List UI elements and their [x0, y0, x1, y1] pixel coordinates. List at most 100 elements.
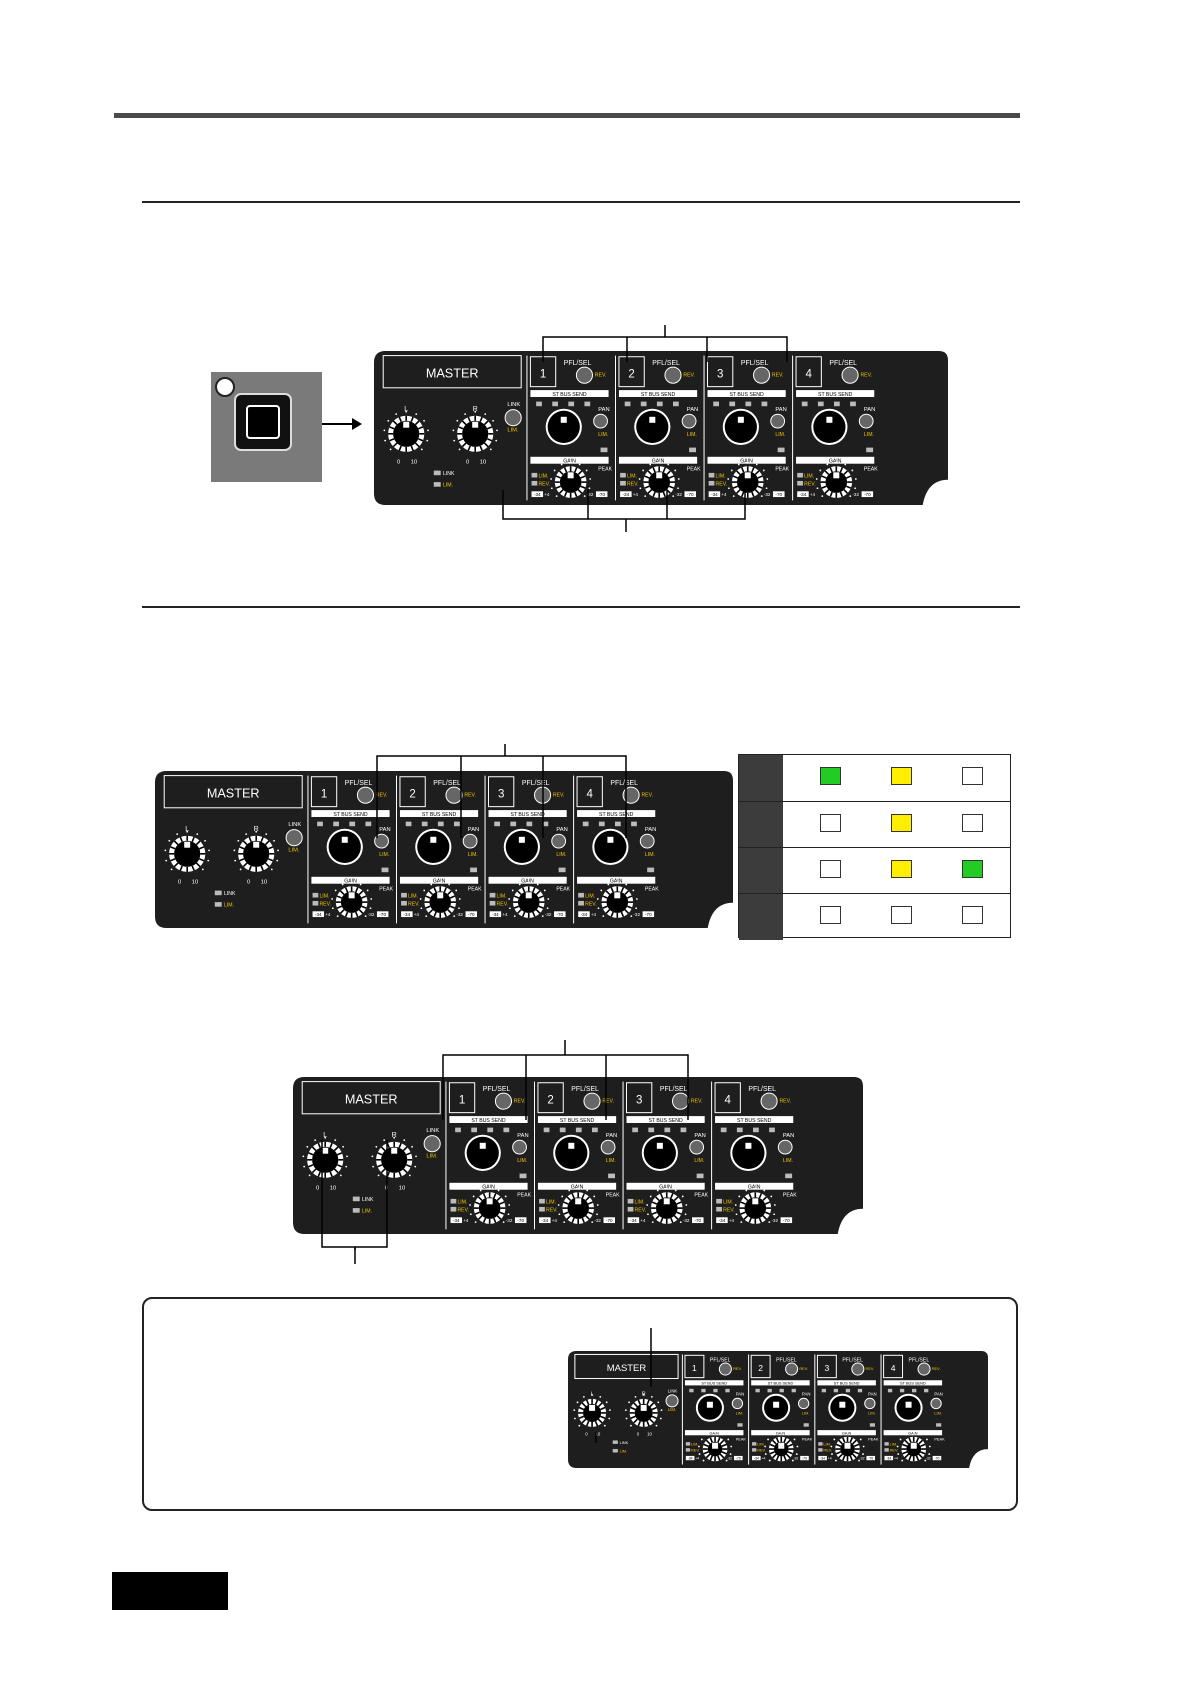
knob-label-l: L: [404, 406, 408, 413]
pfl-sel-button: [851, 1362, 865, 1376]
scale-0: 0: [637, 1431, 640, 1436]
send-led: [664, 1127, 671, 1133]
peak-led: [777, 447, 785, 453]
send-led: [767, 1388, 772, 1393]
lim-led-label: LIM.: [823, 1442, 831, 1447]
scale-0: 0: [316, 1186, 319, 1192]
peak-label: PEAK: [868, 1436, 879, 1441]
channel-number-box: [618, 356, 645, 388]
peak-label: PEAK: [556, 887, 570, 893]
legend-row-header: [739, 802, 783, 848]
send-led: [834, 401, 840, 407]
master-l-knob: [573, 1393, 611, 1427]
master-r-knob: [452, 410, 498, 452]
st-bus-send-label: ST BUS SEND: [422, 812, 457, 818]
st-bus-send-knob: [811, 408, 848, 445]
gain-label: GAIN: [482, 1185, 495, 1191]
peak-label: PEAK: [864, 467, 878, 473]
pan-button: [374, 833, 389, 849]
send-led: [656, 401, 663, 407]
pan-label: PAN: [775, 407, 786, 413]
send-led: [333, 821, 339, 827]
send-led: [598, 821, 605, 827]
gain-high-label: -32: [587, 492, 594, 497]
rev-led-label: REV.: [804, 482, 816, 488]
pan-button: [689, 1139, 705, 1155]
note-box: [142, 1297, 1018, 1511]
legend-row-header: [739, 848, 783, 894]
rev-led-label: REV.: [716, 482, 728, 488]
rev-led-label: REV.: [890, 1448, 899, 1453]
gain-high2-label: -70: [687, 492, 694, 497]
st-bus-send-bar: [707, 390, 786, 397]
channel-number-box: [576, 776, 603, 808]
pfl-sel-label: PFL/SEL: [748, 1086, 776, 1093]
gain-knob: [331, 881, 373, 918]
channel-number-box: [816, 1354, 837, 1379]
gain-high2-label: -70: [556, 912, 563, 917]
gain-bar: [715, 1182, 794, 1190]
channel-number: 4: [724, 1094, 731, 1106]
rev-label: REV.: [464, 792, 476, 798]
lim-label: LIM.: [868, 1411, 876, 1416]
indicator-legend-table: [738, 754, 1011, 940]
st-bus-send-knob: [415, 828, 452, 865]
legend-indicator-square: [962, 906, 983, 924]
pfl-sel-button: [575, 366, 593, 384]
rev-label: REV.: [932, 1366, 941, 1371]
lim-led-label: LIM.: [620, 1448, 628, 1453]
send-led: [755, 1388, 760, 1393]
link-led-label: LINK: [620, 1440, 629, 1445]
send-led: [673, 401, 679, 407]
gain-low2-label: +4: [894, 1456, 898, 1460]
gain-bar: [626, 1182, 705, 1190]
lim-led: [685, 1442, 691, 1446]
gain-low-label: -34: [820, 1456, 825, 1460]
gain-low2-label: +4: [552, 1218, 558, 1223]
st-bus-send-bar: [684, 1380, 744, 1386]
lim-label: LIM.: [606, 1158, 616, 1164]
peak-led: [803, 1423, 809, 1427]
send-led: [624, 401, 631, 407]
pfl-sel-label: PFL/SEL: [571, 1086, 599, 1093]
gain-low2-label: +4: [721, 492, 727, 497]
gain-high-box: [684, 491, 696, 498]
peak-led: [600, 447, 608, 453]
master-label: MASTER: [345, 1092, 398, 1106]
lim-led: [752, 1442, 757, 1446]
peak-label: PEAK: [775, 467, 789, 473]
pfl-sel-button: [494, 1092, 512, 1110]
master-label: MASTER: [207, 786, 260, 800]
gain-low-box: [716, 1217, 728, 1224]
channel-number-box: [399, 776, 426, 808]
mixer-panel-graphic: MASTERLR010010LINKLIM.LINKLIM.1PFL/SELRE…: [568, 1351, 988, 1468]
scale-0: 0: [466, 460, 469, 466]
gain-high-box: [773, 491, 785, 498]
lim-label: LIM.: [668, 1407, 676, 1412]
lim-label: LIM.: [775, 432, 785, 438]
gain-high2-label: -70: [606, 1218, 613, 1223]
rev-led: [797, 480, 803, 486]
pan-button: [600, 1139, 616, 1155]
pfl-sel-label: PFL/SEL: [564, 360, 592, 367]
rev-led-label: REV.: [408, 902, 420, 908]
pan-label: PAN: [556, 827, 567, 833]
channel-number: 3: [824, 1363, 829, 1373]
legend-indicator-square: [891, 767, 912, 785]
peak-led: [866, 447, 874, 453]
lim-led: [489, 892, 496, 898]
peak-led: [936, 1423, 942, 1427]
gain-high2-label: -70: [598, 492, 605, 497]
pan-button: [864, 1397, 876, 1410]
send-led: [494, 821, 500, 827]
section-rule-1: [142, 201, 1020, 203]
gain-low-label: -34: [688, 1456, 693, 1460]
gain-high-box: [465, 911, 477, 918]
gain-knob: [469, 1187, 511, 1224]
scale-10: 10: [261, 880, 267, 886]
channel-number-box: [488, 776, 515, 808]
lim-label: LIM.: [802, 1411, 810, 1416]
